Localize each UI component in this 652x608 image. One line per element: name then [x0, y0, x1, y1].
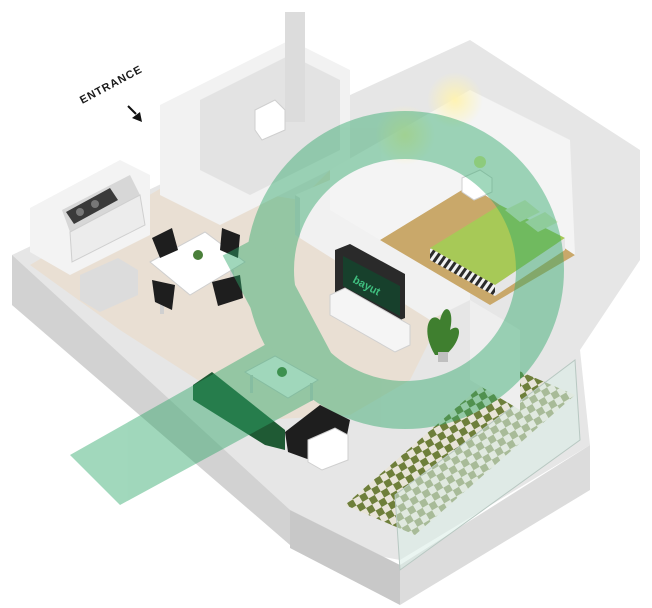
bathroom — [160, 12, 350, 225]
side-table — [307, 427, 349, 471]
entrance-arrow-icon — [127, 105, 142, 122]
chair — [152, 280, 175, 310]
tv-console — [329, 287, 411, 353]
chair — [152, 228, 178, 258]
dining-set — [149, 228, 246, 314]
coffee-table — [243, 355, 319, 399]
lamp — [474, 156, 486, 168]
bedroom — [330, 72, 575, 305]
plant-centerpiece — [193, 250, 203, 260]
toilet — [254, 99, 286, 141]
pillow — [525, 212, 558, 232]
balcony — [345, 300, 581, 571]
plant-small — [277, 367, 287, 377]
chair — [212, 275, 243, 306]
kitchen — [30, 160, 150, 275]
tv-screen — [343, 256, 400, 316]
tv-unit: bayut — [329, 244, 411, 353]
chair — [220, 228, 240, 258]
potted-plant — [427, 309, 460, 362]
kitchen-island — [80, 258, 138, 312]
living-area — [193, 355, 350, 471]
pillow — [505, 200, 540, 222]
bayut-watermark-logo — [70, 111, 564, 505]
nightstand — [461, 169, 493, 201]
sofa — [193, 372, 285, 450]
